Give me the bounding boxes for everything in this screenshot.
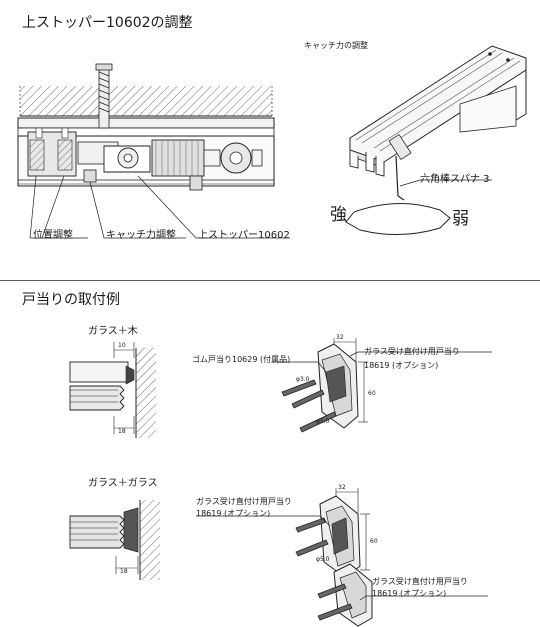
dim-width-2: 32 [338,484,346,491]
dim-label-top: 10 [118,342,126,349]
label-glass-stop-part-1: ガラス受け直付け用戸当り [364,347,460,356]
label-upper-stopper: 上ストッパー10602 [198,230,290,241]
label-glass-stop-part-3: ガラス受け直付け用戸当り [372,577,468,586]
example-glass-glass-title: ガラス＋ガラス [88,478,158,489]
label-rubber-stop: ゴム戸当り10629 (付属品) [192,355,291,364]
dim-label-bottom: 18 [118,428,126,435]
label-glass-stop-partno-2: 18619 (オプション) [196,509,271,518]
section-title-door-stop: 戸当りの取付例 [22,292,120,308]
label-weak: 弱 [452,209,469,229]
section-title-stopper-adjust: 上ストッパー10602の調整 [22,15,193,31]
section-divider [0,280,540,281]
label-glass-stop-partno-1: 18619 (オプション) [364,361,439,370]
catch-force-title: キャッチ力の調整 [304,41,368,50]
label-position-adjust: 位置調整 [33,230,73,241]
dim-height-1: 60 [368,390,376,397]
label-glass-stop-part-2: ガラス受け直付け用戸当り [196,497,292,506]
label-screw-3: φ3.0 [296,376,310,383]
label-screw-5-b: φ5.0 [316,556,330,563]
label-screw-5: φ5.0 [316,418,330,425]
dim-height-2: 60 [370,538,378,545]
stopper-section-drawing [17,63,290,239]
rail-perspective-drawing [345,45,527,235]
label-hex-wrench: 六角棒スパナ 3 [420,174,490,185]
label-glass-stop-partno-3: 18619 (オプション) [372,589,447,598]
dim-label-bottom-2: 18 [120,568,128,575]
example-glass-wood-title: ガラス＋木 [88,326,138,337]
label-strong: 強 [330,205,347,225]
label-catch-adjust: キャッチ力調整 [106,230,176,241]
dim-width-1: 32 [336,334,344,341]
